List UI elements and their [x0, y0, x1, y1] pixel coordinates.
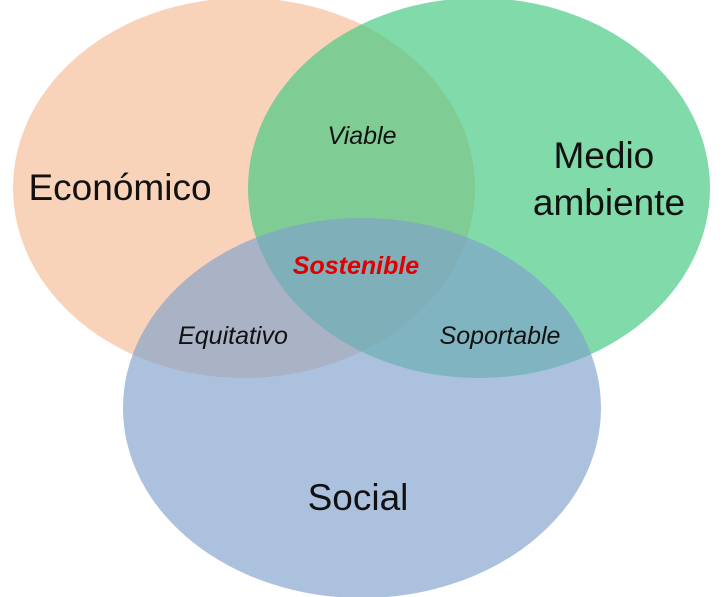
- sostenible-label: Sostenible: [293, 252, 420, 280]
- medio-ambiente-label-line-2: ambiente: [533, 182, 685, 223]
- viable-label: Viable: [327, 122, 396, 150]
- equitativo-label: Equitativo: [178, 322, 288, 350]
- social-label: Social: [308, 477, 409, 518]
- soportable-label: Soportable: [440, 322, 561, 350]
- economico-label: Económico: [28, 167, 211, 208]
- medio-ambiente-label: Medio ambiente: [533, 135, 685, 223]
- medio-ambiente-label-line-1: Medio: [553, 135, 654, 176]
- social-circle: [123, 218, 601, 597]
